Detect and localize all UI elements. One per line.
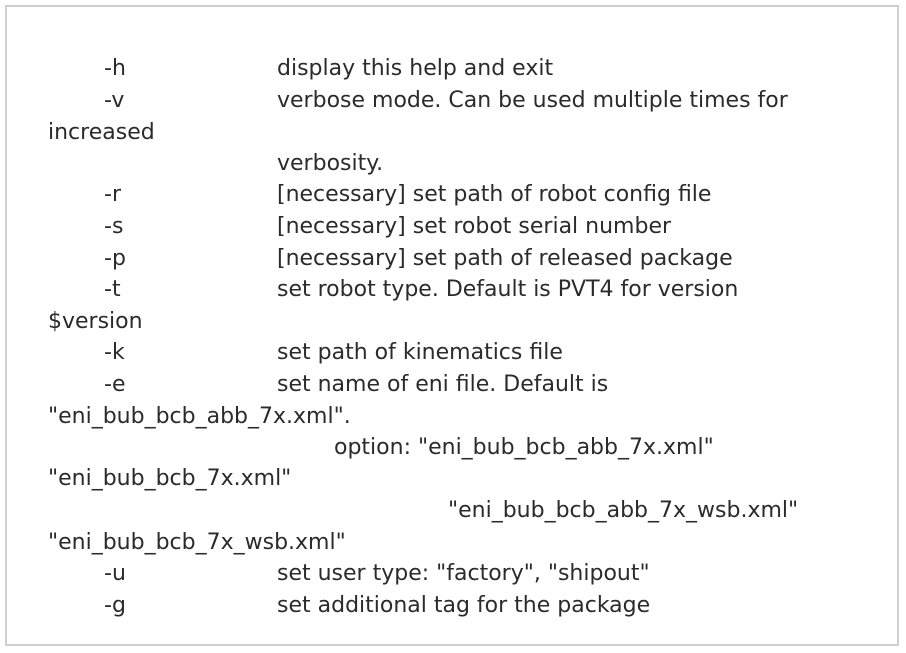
desc-t-wrap: $version: [48, 309, 143, 334]
flag-t: -t: [104, 277, 121, 302]
help-text-panel: [5, 5, 899, 646]
desc-r: [necessary] set path of robot config fil…: [277, 182, 712, 207]
flag-r: -r: [104, 182, 121, 207]
flag-h: -h: [104, 56, 126, 81]
desc-e-option-wrap: "eni_bub_bcb_7x.xml": [48, 466, 292, 491]
desc-h: display this help and exit: [277, 56, 554, 81]
flag-s: -s: [104, 214, 124, 239]
desc-e-option2-wrap: "eni_bub_bcb_7x_wsb.xml": [48, 530, 346, 555]
desc-t: set robot type. Default is PVT4 for vers…: [277, 277, 739, 302]
flag-k: -k: [104, 340, 125, 365]
desc-e: set name of eni file. Default is: [277, 372, 609, 397]
desc-e-option: option: "eni_bub_bcb_abb_7x.xml": [334, 435, 714, 460]
flag-g: -g: [104, 593, 126, 618]
desc-p: [necessary] set path of released package: [277, 246, 733, 271]
desc-u: set user type: "factory", "shipout": [277, 561, 650, 586]
flag-v: -v: [104, 88, 125, 113]
desc-k: set path of kinematics file: [277, 340, 563, 365]
flag-e: -e: [104, 372, 126, 397]
desc-s: [necessary] set robot serial number: [277, 214, 672, 239]
flag-p: -p: [104, 246, 126, 271]
desc-v: verbose mode. Can be used multiple times…: [277, 88, 788, 113]
desc-e-wrap: "eni_bub_bcb_abb_7x.xml".: [48, 404, 351, 429]
desc-v-continuation: verbosity.: [277, 151, 384, 176]
desc-g: set additional tag for the package: [277, 593, 651, 618]
desc-v-wrap: increased: [48, 120, 155, 145]
flag-u: -u: [104, 561, 126, 586]
desc-e-option2: "eni_bub_bcb_abb_7x_wsb.xml": [448, 498, 799, 523]
